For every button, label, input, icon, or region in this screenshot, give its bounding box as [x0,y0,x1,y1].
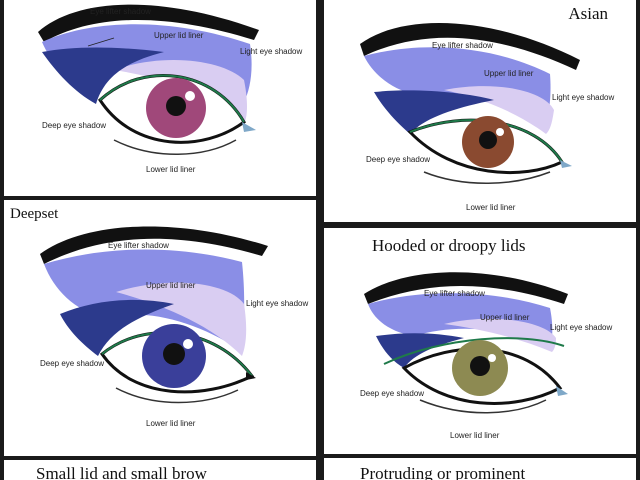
eyebrow [364,272,568,304]
tear-duct [560,160,572,168]
lower-lash-line [419,399,547,414]
label-upper-lid-liner-4: Upper lid liner [480,313,530,322]
eye-highlight [183,339,193,349]
panel-heading-hooded: Hooded or droopy lids [372,236,526,255]
label-light-eye-shadow-3: Light eye shadow [246,299,308,308]
eye-highlight [496,128,504,136]
eyebrow [40,226,268,264]
panel-heading-small-lid: Small lid and small brow [36,464,207,480]
pupil [470,356,490,376]
tear-duct [246,372,256,380]
tear-duct [556,386,568,396]
eye-highlight [185,91,195,101]
pupil [479,131,497,149]
label-light-eye-shadow-4: Light eye shadow [550,323,612,332]
eye-diagram-deepset: Eye lifter shadow Upper lid liner Light … [40,226,308,428]
label-deep-eye-shadow-3: Deep eye shadow [40,359,104,368]
label-lower-lid-liner-3: Lower lid liner [146,419,196,428]
label-eye-lifter-shadow-1: Eye lifter shadow [90,7,151,16]
label-eye-lifter-shadow-4: Eye lifter shadow [424,289,485,298]
eye-highlight [488,354,496,362]
light-eye-shadow-area [444,318,556,352]
panel-deepset-eye: Deepset Eye lifter shadow Upper lid line… [4,200,316,456]
lower-lash-line [423,171,551,184]
panel-asian-eye: Asian Eye lifter shadow Upper lid liner … [324,0,636,222]
label-eye-lifter-shadow-2: Eye lifter shadow [432,41,493,50]
label-lower-lid-liner-1: Lower lid liner [146,165,196,174]
deep-eye-shadow-area [42,47,164,104]
eye-diagram-standard: Eye lifter shadow Upper lid liner Light … [38,4,302,174]
label-upper-lid-liner-3: Upper lid liner [146,281,196,290]
panel-standard-eye: Eye lifter shadow Upper lid liner Light … [4,0,316,196]
label-deep-eye-shadow-4: Deep eye shadow [360,389,424,398]
label-light-eye-shadow-1: Light eye shadow [240,47,302,56]
pupil [163,343,185,365]
eyebrow [360,23,580,71]
eye-diagram-asian: Eye lifter shadow Upper lid liner Light … [360,23,614,212]
label-upper-lid-liner-1: Upper lid liner [154,31,204,40]
label-lower-lid-liner-4: Lower lid liner [450,431,500,440]
panel-heading-deepset: Deepset [10,206,59,222]
upper-lid-liner-line [99,74,245,123]
deep-eye-shadow-area [374,90,494,134]
label-lower-lid-liner-2: Lower lid liner [466,203,516,212]
panel-heading-protruding: Protruding or prominent [360,464,526,480]
label-deep-eye-shadow-2: Deep eye shadow [366,155,430,164]
panel-protruding: Protruding or prominent [324,458,636,480]
label-upper-lid-liner-2: Upper lid liner [484,69,534,78]
deep-eye-shadow-area [60,299,174,356]
label-light-eye-shadow-2: Light eye shadow [552,93,614,102]
pupil [166,96,186,116]
light-eye-shadow-area [444,86,554,134]
eye-diagram-hooded: Eye lifter shadow Upper lid liner Light … [360,272,612,440]
upper-lid-liner-line [383,337,565,365]
eyebrow [38,4,259,42]
lower-lash-line [113,139,237,155]
label-deep-eye-shadow-1: Deep eye shadow [42,121,106,130]
panel-hooded-eye: Hooded or droopy lids Eye lifter shadow … [324,228,636,454]
panel-heading-asian: Asian [568,4,608,23]
panel-small-lid-brow: Small lid and small brow [4,460,316,480]
label-eye-lifter-shadow-3: Eye lifter shadow [108,241,169,250]
tear-duct [242,122,256,132]
lower-lash-line [115,387,239,404]
